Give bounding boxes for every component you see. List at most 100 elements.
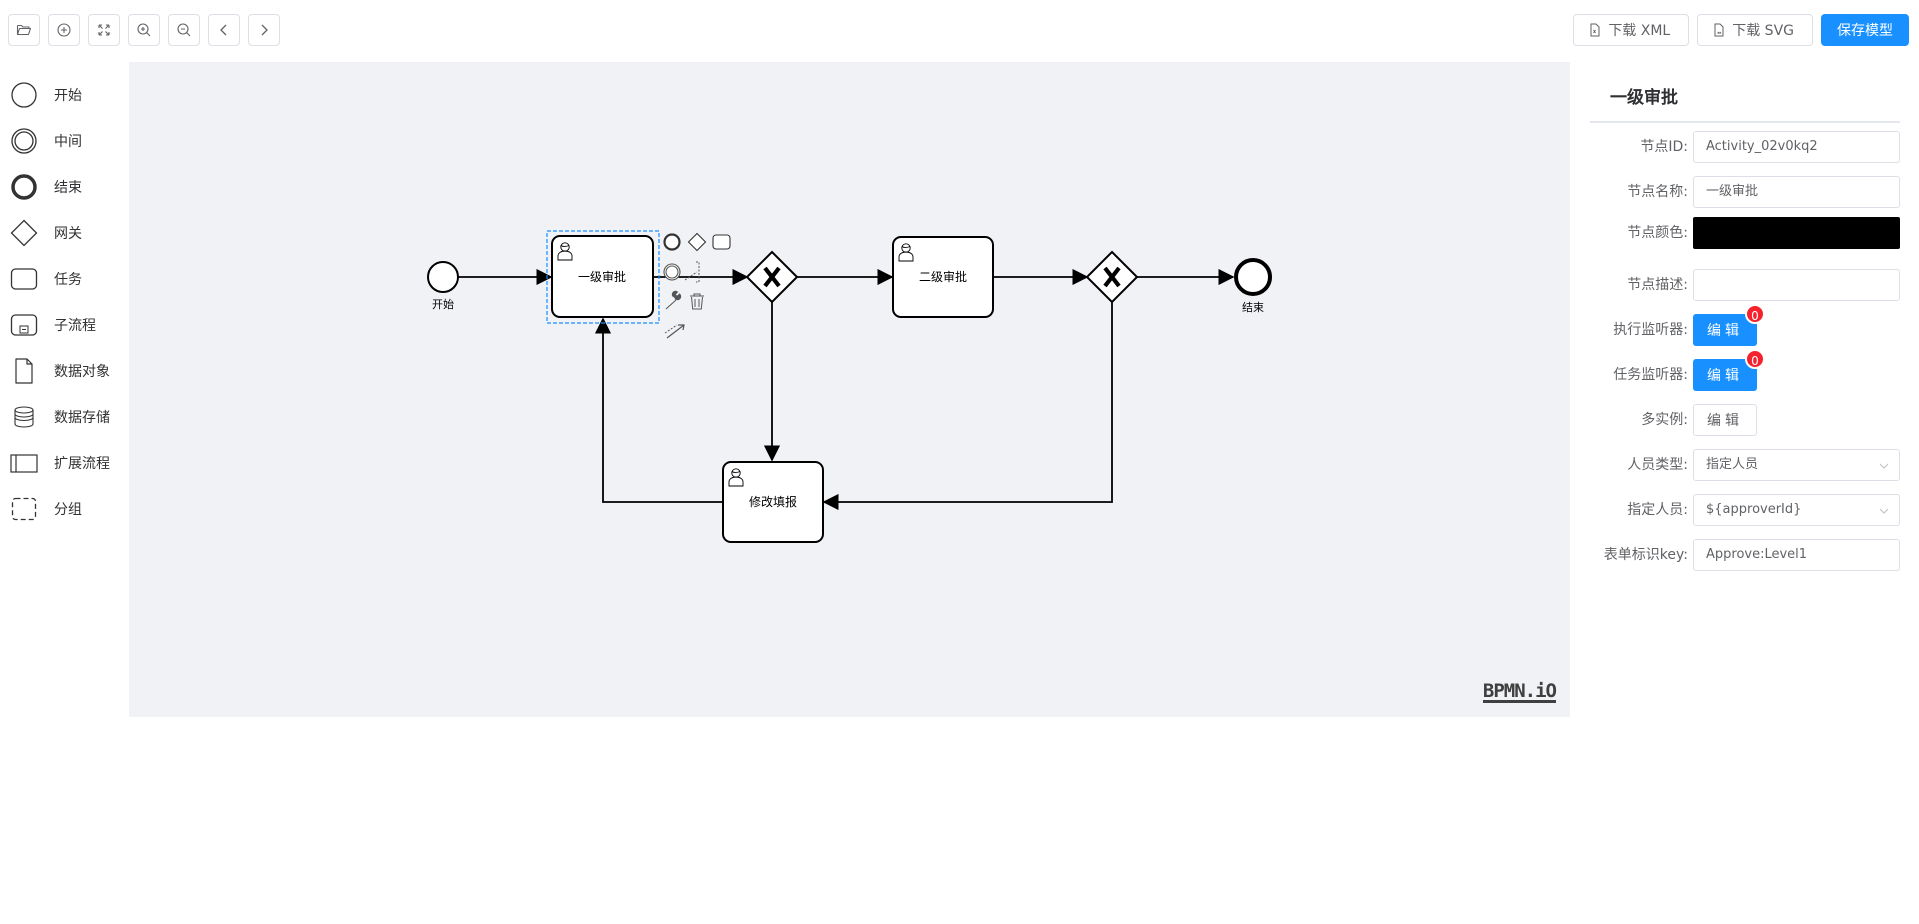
properties-panel: 一级审批 节点ID: Activity_02v0kq2 节点名称: 一级审批 节…: [1590, 62, 1900, 571]
palette-item-label: 中间: [54, 134, 82, 150]
redo-button[interactable]: [248, 14, 280, 46]
palette-item-label: 数据存储: [54, 410, 110, 426]
download-svg-button[interactable]: 下载 SVG: [1697, 14, 1813, 46]
palette-item-label: 分组: [54, 502, 82, 518]
row-exec-listener: 执行监听器: 编辑 0: [1590, 304, 1900, 346]
pool-icon: [10, 449, 38, 477]
end-event[interactable]: [1234, 258, 1272, 296]
end-event-icon: [10, 173, 38, 201]
flow-task3-to-task1[interactable]: [594, 317, 722, 503]
process-diagram: 开始 一级审批 二级审: [427, 230, 1272, 543]
download-xml-button[interactable]: 下载 XML: [1573, 14, 1690, 46]
top-toolbar: [8, 14, 280, 46]
node-name-input[interactable]: 一级审批: [1693, 176, 1900, 208]
palette-item-end[interactable]: 结束: [10, 164, 110, 210]
end-event-label: 结束: [1242, 301, 1264, 314]
delete-icon[interactable]: [690, 293, 704, 310]
row-user-type: 人员类型: 指定人员: [1590, 449, 1900, 481]
palette-item-label: 子流程: [54, 318, 96, 334]
task-level1-approval[interactable]: 一级审批: [551, 235, 654, 318]
multi-instance-edit-label: 编辑: [1707, 413, 1743, 429]
palette-item-intermediate[interactable]: 中间: [10, 118, 110, 164]
palette-item-label: 扩展流程: [54, 456, 110, 472]
chevron-down-icon: [1879, 463, 1889, 469]
user-type-label: 人员类型:: [1627, 457, 1688, 473]
palette-item-label: 网关: [54, 226, 82, 242]
panel-title: 一级审批: [1590, 62, 1900, 123]
task-icon: [10, 265, 38, 293]
append-end-event-icon[interactable]: [663, 233, 681, 251]
append-gateway-icon[interactable]: [687, 232, 707, 252]
row-assignee: 指定人员: ${approverId}: [1590, 494, 1900, 526]
element-palette: 开始 中间 结束 网关 任务 子流程 数据对象 数据存储 扩展流程 分组: [10, 72, 110, 532]
create-new-button[interactable]: [48, 14, 80, 46]
assignee-label: 指定人员:: [1627, 502, 1688, 518]
palette-item-label: 开始: [54, 88, 82, 104]
multi-instance-edit-button[interactable]: 编辑: [1693, 404, 1757, 436]
exclusive-gateway-1[interactable]: [745, 250, 799, 304]
row-form-key: 表单标识key: Approve:Level1: [1590, 539, 1900, 571]
bpmn-io-logo[interactable]: BPMN.iO: [1482, 680, 1557, 703]
palette-item-pool[interactable]: 扩展流程: [10, 440, 110, 486]
node-color-picker[interactable]: [1693, 217, 1900, 249]
task-listener-count-badge: 0: [1745, 349, 1765, 369]
palette-item-data-object[interactable]: 数据对象: [10, 348, 110, 394]
file-actions: 下载 XML 下载 SVG 保存模型: [1573, 14, 1909, 46]
row-node-description: 节点描述:: [1590, 269, 1900, 301]
palette-item-task[interactable]: 任务: [10, 256, 110, 302]
exec-listener-label: 执行监听器:: [1613, 322, 1688, 338]
download-xml-label: 下载 XML: [1608, 23, 1671, 39]
row-node-name: 节点名称: 一级审批: [1590, 176, 1900, 208]
open-file-button[interactable]: [8, 14, 40, 46]
data-object-icon: [10, 357, 38, 385]
data-store-icon: [10, 403, 38, 431]
row-task-listener: 任务监听器: 编辑 0: [1590, 349, 1900, 391]
assignee-value: ${approverId}: [1706, 502, 1802, 517]
connect-icon[interactable]: [666, 324, 685, 339]
palette-item-subprocess[interactable]: 子流程: [10, 302, 110, 348]
palette-item-data-store[interactable]: 数据存储: [10, 394, 110, 440]
user-task-icon: [898, 243, 914, 262]
start-event[interactable]: [427, 261, 459, 293]
task-revise-submission[interactable]: 修改填报: [722, 461, 824, 543]
node-name-label: 节点名称:: [1627, 184, 1688, 200]
text-annotation-icon[interactable]: [684, 261, 700, 283]
wrench-icon[interactable]: [665, 290, 682, 310]
node-desc-input[interactable]: [1693, 269, 1900, 301]
zoom-out-button[interactable]: [168, 14, 200, 46]
task-level2-approval[interactable]: 二级审批: [892, 236, 994, 318]
task-listener-edit-label: 编辑: [1707, 368, 1743, 384]
task-listener-label: 任务监听器:: [1613, 367, 1688, 383]
palette-item-gateway[interactable]: 网关: [10, 210, 110, 256]
assignee-select[interactable]: ${approverId}: [1693, 494, 1900, 526]
chevron-down-icon: [1879, 508, 1889, 514]
start-event-icon: [10, 81, 38, 109]
save-model-button[interactable]: 保存模型: [1821, 14, 1909, 46]
user-task-icon: [728, 468, 744, 487]
palette-item-group[interactable]: 分组: [10, 486, 110, 532]
exec-listener-edit-button[interactable]: 编辑 0: [1693, 304, 1765, 346]
form-key-input[interactable]: Approve:Level1: [1693, 539, 1900, 571]
palette-item-label: 任务: [54, 272, 82, 288]
undo-button[interactable]: [208, 14, 240, 46]
node-id-label: 节点ID:: [1640, 139, 1688, 155]
node-id-input[interactable]: Activity_02v0kq2: [1693, 131, 1900, 163]
user-type-select[interactable]: 指定人员: [1693, 449, 1900, 481]
flow-gateway2-to-task3[interactable]: [822, 302, 1113, 511]
palette-item-start[interactable]: 开始: [10, 72, 110, 118]
zoom-in-button[interactable]: [128, 14, 160, 46]
exclusive-gateway-2[interactable]: [1085, 250, 1139, 304]
user-type-value: 指定人员: [1706, 457, 1759, 472]
append-task-icon[interactable]: [712, 234, 731, 250]
redo-icon: [261, 24, 268, 36]
fit-viewport-button[interactable]: [88, 14, 120, 46]
user-task-icon: [557, 242, 573, 261]
download-svg-label: 下载 SVG: [1732, 23, 1794, 39]
exec-listener-edit-label: 编辑: [1707, 323, 1743, 339]
node-color-label: 节点颜色:: [1627, 225, 1688, 241]
subprocess-icon: [10, 311, 38, 339]
image-file-icon: [1714, 23, 1724, 37]
palette-item-label: 数据对象: [54, 364, 110, 380]
bpmn-canvas[interactable]: 开始 一级审批 二级审: [129, 62, 1570, 717]
task-listener-edit-button[interactable]: 编辑 0: [1693, 349, 1765, 391]
